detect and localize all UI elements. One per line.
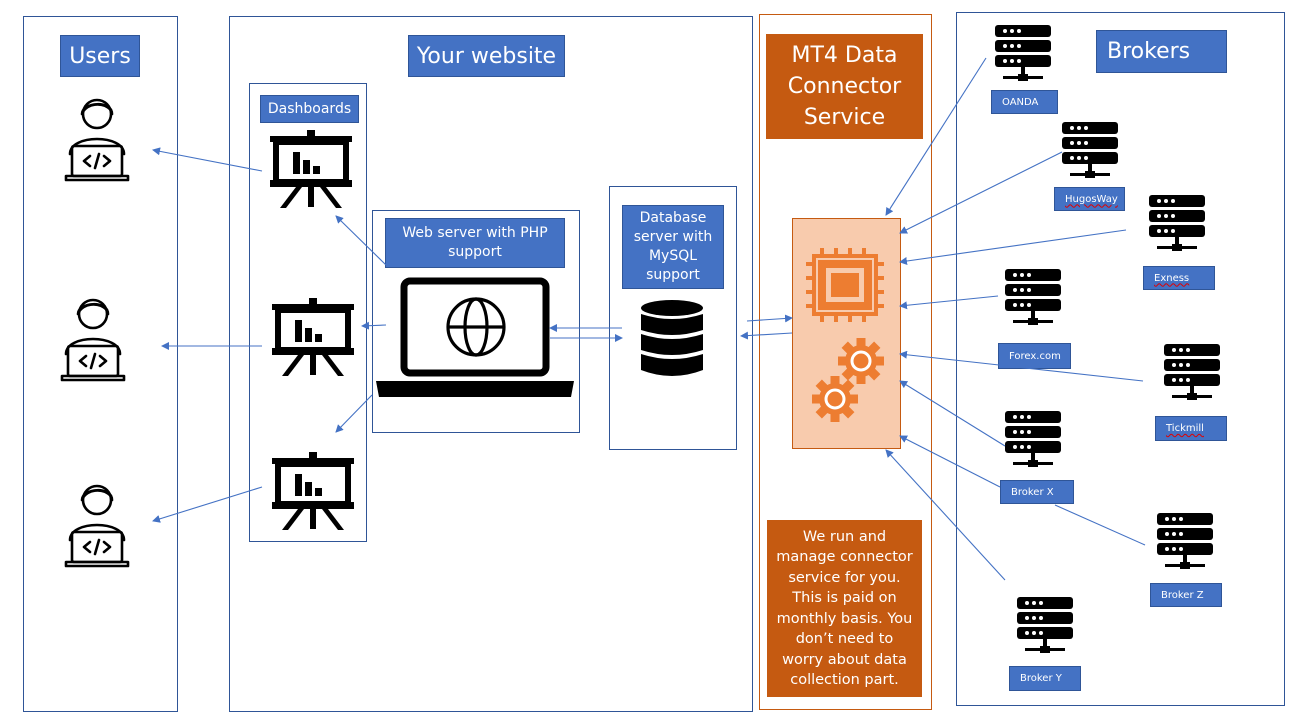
- processor-box: [792, 218, 901, 449]
- broker-label-tickmill: Tickmill: [1155, 416, 1227, 441]
- web-server-label: Web server with PHP support: [385, 218, 565, 268]
- dashboards-panel: [249, 83, 367, 542]
- broker-label-broker-x: Broker X: [1000, 480, 1074, 504]
- broker-label-oanda: OANDA: [991, 90, 1058, 114]
- broker-label-hugosway-text: HugosWay: [1065, 193, 1118, 205]
- users-title: Users: [60, 35, 140, 77]
- broker-label-broker-z: Broker Z: [1150, 583, 1222, 607]
- broker-label-tickmill-text: Tickmill: [1166, 423, 1204, 434]
- brokers-title: Brokers: [1096, 30, 1227, 73]
- database-server-label: Database server with MySQL support: [622, 205, 724, 289]
- connector-title: MT4 Data Connector Service: [766, 34, 923, 139]
- broker-label-exness-text: Exness: [1154, 272, 1190, 284]
- broker-label-forex: Forex.com: [998, 343, 1071, 369]
- broker-label-hugosway: HugosWay: [1054, 187, 1125, 211]
- broker-label-broker-y: Broker Y: [1009, 666, 1081, 691]
- dashboards-label: Dashboards: [260, 95, 359, 123]
- connector-note: We run and manage connector service for …: [767, 520, 922, 697]
- broker-label-exness: Exness: [1143, 266, 1215, 290]
- users-panel: [23, 16, 178, 712]
- website-title: Your website: [408, 35, 565, 77]
